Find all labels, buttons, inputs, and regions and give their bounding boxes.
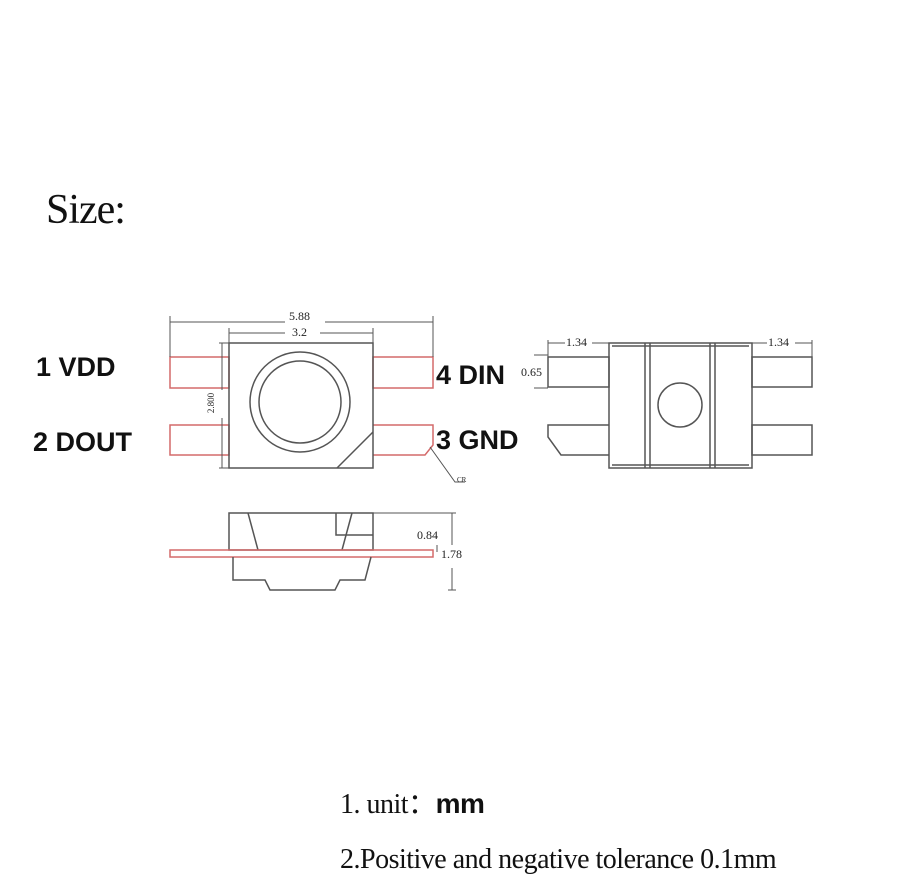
top-view-dimensions	[169, 316, 465, 483]
dim-body-width: 3.2	[292, 325, 307, 339]
pin-label-dout: 2 DOUT	[33, 427, 133, 457]
size-heading: Size:	[46, 187, 126, 233]
back-pin-1	[547, 356, 610, 388]
back-pin-3	[751, 356, 813, 388]
dim-body-height: 2.800	[206, 392, 217, 414]
top-view	[169, 316, 465, 483]
lens-inner-circle	[258, 360, 342, 444]
pin-vdd-pad	[169, 356, 230, 389]
body-outline	[228, 342, 374, 469]
pin-dout-pad	[169, 424, 230, 456]
pin-label-vdd: 1 VDD	[36, 352, 116, 382]
lens-outer-circle	[249, 351, 351, 453]
note-unit-label: 1. unit：	[340, 789, 436, 820]
side-pin-strip	[169, 549, 434, 558]
back-pin-2	[547, 424, 609, 456]
dim-total-height: 1.78	[441, 547, 462, 561]
dim-top-height: 0.84	[417, 528, 438, 542]
note-unit-value: mm	[435, 788, 485, 819]
note-tolerance: 2.Positive and negative tolerance 0.1mm	[340, 844, 777, 875]
back-view-dimensions	[534, 340, 813, 389]
pin-label-gnd: 3 GND	[436, 425, 519, 455]
pin-gnd-pad	[373, 424, 434, 456]
side-view	[169, 512, 456, 591]
dim-chamfer: CR	[457, 476, 467, 484]
polarity-mark	[336, 431, 374, 469]
note-unit: 1. unit：mm	[340, 782, 485, 822]
back-pin-4	[751, 424, 813, 456]
dim-pin-length-left: 1.34	[566, 335, 587, 349]
side-lower-body	[232, 556, 372, 591]
back-circle	[657, 382, 703, 428]
pin-din-pad	[372, 356, 434, 389]
dim-pin-length-right: 1.34	[768, 335, 789, 349]
dim-pin-pitch: 0.65	[521, 365, 542, 379]
pin-label-din: 4 DIN	[436, 360, 506, 390]
side-upper-body	[228, 512, 374, 551]
back-body	[608, 342, 753, 469]
back-view	[534, 340, 813, 469]
side-view-dimensions	[373, 512, 456, 591]
dim-total-width: 5.88	[289, 309, 310, 323]
